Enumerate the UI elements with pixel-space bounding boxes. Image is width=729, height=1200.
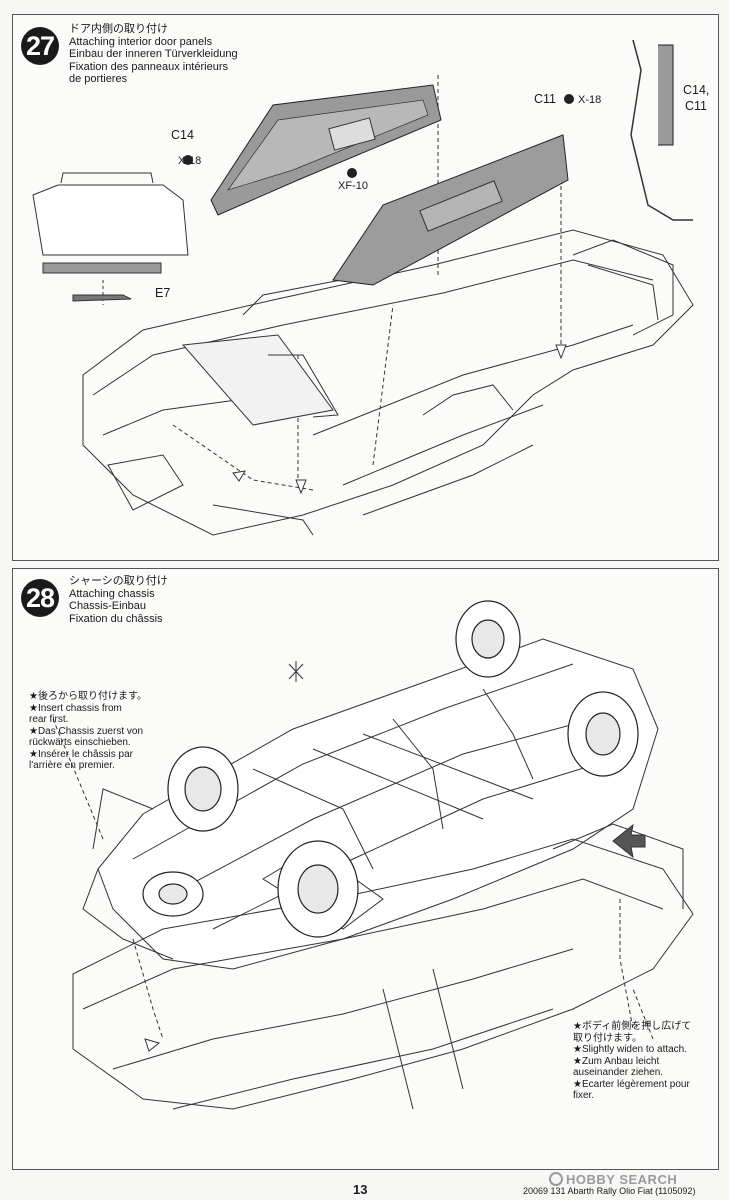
paint-label-xf10: XF-10 [338, 180, 368, 192]
step-title-ja: シャーシの取り付け [69, 575, 168, 587]
note-line: ★Slightly widen to attach. [573, 1044, 688, 1055]
note-line: l'arrière en premier. [29, 760, 115, 771]
screw-label-x18: X-18 [178, 155, 202, 167]
step-28-panel: 28 シャーシの取り付け Attaching chassis Chassis-E… [12, 568, 719, 1170]
chassis-assembly-illustration [52, 600, 694, 1110]
step-title-block: シャーシの取り付け Attaching chassis Chassis-Einb… [69, 575, 168, 625]
part-label-c11: C11 [534, 92, 557, 106]
note-line: rückwärts einschieben. [29, 737, 131, 748]
note-insert-rear: ★後ろから取り付けます。 ★Insert chassis from rear f… [29, 691, 147, 772]
step-title-fr: Fixation du châssis [69, 612, 163, 625]
note-line: ★ボディ前側を押し広げて [573, 1021, 692, 1032]
note-line: 取り付けます。 [573, 1032, 642, 1044]
product-code: 20069 131 Abarth Rally Olio Fiat (110509… [523, 1186, 696, 1196]
watermark: HOBBY SEARCH [566, 1172, 678, 1187]
note-line: ★Insérer le châssis par [29, 748, 134, 760]
page-number: 13 [353, 1182, 368, 1197]
step-title-de: Einbau der inneren Türverkleidung [69, 48, 238, 60]
step-title-fr-cont: de portieres [69, 73, 128, 85]
part-label-c14: C14 [171, 128, 194, 142]
note-widen-body: ★ボディ前側を押し広げて 取り付けます。 ★Slightly widen to … [573, 1021, 691, 1102]
note-line: ★Insert chassis from [29, 702, 122, 714]
step-title-de: Chassis-Einbau [69, 600, 147, 612]
watermark-logo-icon [549, 1172, 563, 1186]
door-panel-assembly-illustration [32, 39, 694, 536]
step-title-en: Attaching chassis [69, 587, 155, 600]
note-line: ★Das Chassis zuerst von [29, 725, 144, 737]
step-title-fr: Fixation des panneaux intérieurs [69, 60, 228, 73]
part-label-c11-side: C11 [685, 99, 708, 113]
part-label-e7: E7 [155, 286, 171, 300]
note-line: rear first. [29, 714, 69, 725]
part-label-c14-side: C14, [683, 83, 710, 97]
step-number-badge: 27 [21, 27, 59, 65]
step-title-block: ドア内側の取り付け Attaching interior door panels… [69, 23, 238, 86]
step-title-en: Attaching interior door panels [69, 35, 213, 48]
step-title-ja: ドア内側の取り付け [69, 23, 168, 35]
note-line: fixer. [573, 1090, 595, 1101]
step-number-badge: 28 [21, 579, 59, 617]
screw-label-x18-c11: X-18 [578, 94, 602, 106]
note-line: ★Zum Anbau leicht [573, 1055, 660, 1067]
note-line: ★後ろから取り付けます。 [29, 691, 147, 702]
step-27-panel: 27 ドア内側の取り付け Attaching interior door pan… [12, 14, 719, 561]
note-line: auseinander ziehen. [573, 1067, 664, 1078]
note-line: ★Ecarter légèrement pour [573, 1078, 690, 1090]
